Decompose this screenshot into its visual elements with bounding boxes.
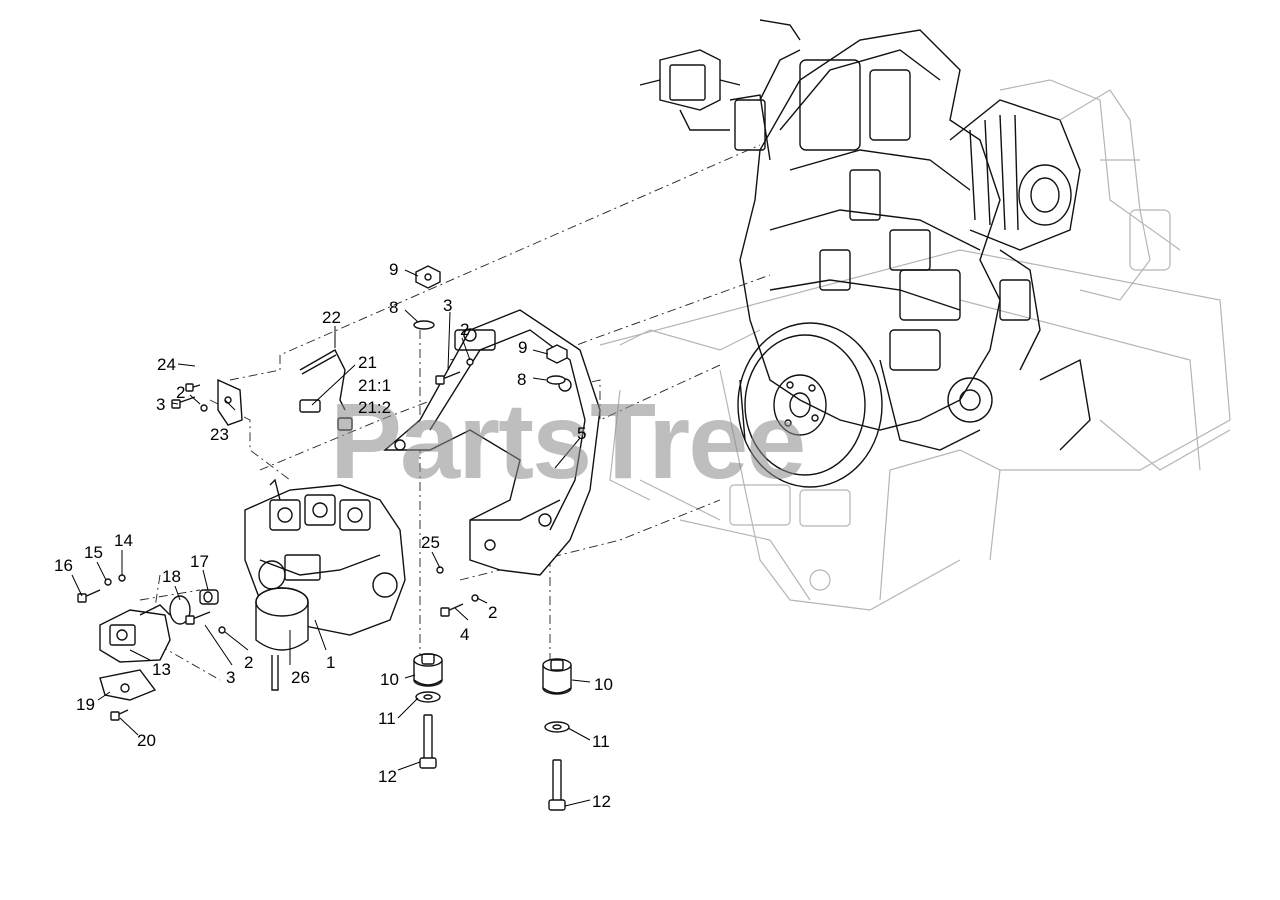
callout-21: 21 [358, 353, 377, 372]
hydraulic-tube-part-22 [299, 349, 346, 411]
engine-block [729, 29, 1001, 431]
fitting-part-21 [299, 399, 353, 431]
callout-10: 10 [594, 675, 613, 694]
callout-5: 5 [577, 424, 586, 443]
callout-12: 12 [592, 792, 611, 811]
watermark: PartsTree [330, 380, 804, 501]
washer-part-11-right [544, 721, 570, 733]
callout-9: 9 [518, 338, 527, 357]
callout-labels: 9 8 3 2 22 21 21:1 21:2 24 3 2 23 9 8 5 … [54, 260, 613, 811]
callout-17: 17 [190, 552, 209, 571]
callout-12: 12 [378, 767, 397, 786]
callout-20: 20 [137, 731, 156, 750]
callout-8: 8 [389, 298, 398, 317]
callout-2: 2 [176, 383, 185, 402]
callout-2: 2 [488, 603, 497, 622]
washer-part-11-left [415, 691, 441, 703]
callout-19: 19 [76, 695, 95, 714]
callout-1: 1 [326, 653, 335, 672]
o-ring-part-18 [169, 595, 191, 625]
callout-9: 9 [389, 260, 398, 279]
engine-mount-bracket-upper [639, 19, 801, 131]
callout-25: 25 [421, 533, 440, 552]
washer-part-8-right [546, 375, 566, 385]
leader-lines [71, 269, 591, 807]
washer-part-8-left [413, 320, 435, 330]
coupler-part-17 [199, 589, 219, 605]
filter-part-26 [255, 587, 309, 691]
callout-11: 11 [378, 709, 396, 728]
callout-18: 18 [162, 567, 181, 586]
callout-15: 15 [84, 543, 103, 562]
callout-2: 2 [244, 653, 253, 672]
bolt-part-12-left [419, 714, 437, 769]
frame-outline [599, 79, 1231, 611]
bracket-part-23 [217, 378, 243, 426]
isolator-part-10-left [413, 653, 443, 687]
callout-3: 3 [156, 395, 165, 414]
callout-23: 23 [210, 425, 229, 444]
small-hardware [77, 358, 479, 721]
plate-part-19 [99, 669, 157, 701]
callout-16: 16 [54, 556, 73, 575]
callout-22: 22 [322, 308, 341, 327]
callout-3: 3 [443, 296, 452, 315]
isolator-part-10-right [542, 658, 572, 695]
callout-26: 26 [291, 668, 310, 687]
callout-10: 10 [380, 670, 399, 689]
callout-21-1: 21:1 [358, 376, 391, 395]
callout-2: 2 [460, 320, 469, 339]
callout-4: 4 [460, 625, 469, 644]
engine-lower-accessories [879, 249, 1091, 451]
charge-pump-part-13 [99, 604, 171, 663]
callout-13: 13 [152, 660, 171, 679]
engine-and-frame-illustration [599, 19, 1231, 611]
callout-21-2: 21:2 [358, 398, 391, 417]
callout-11: 11 [592, 732, 610, 751]
callout-24: 24 [157, 355, 176, 374]
callout-3: 3 [226, 668, 235, 687]
bolt-part-12-right [548, 759, 566, 811]
nut-part-9-left [415, 265, 441, 289]
callout-14: 14 [114, 531, 133, 550]
callout-8: 8 [517, 370, 526, 389]
air-filter-housing [949, 89, 1171, 301]
flywheel [737, 322, 883, 488]
nut-part-9-right [546, 344, 568, 364]
